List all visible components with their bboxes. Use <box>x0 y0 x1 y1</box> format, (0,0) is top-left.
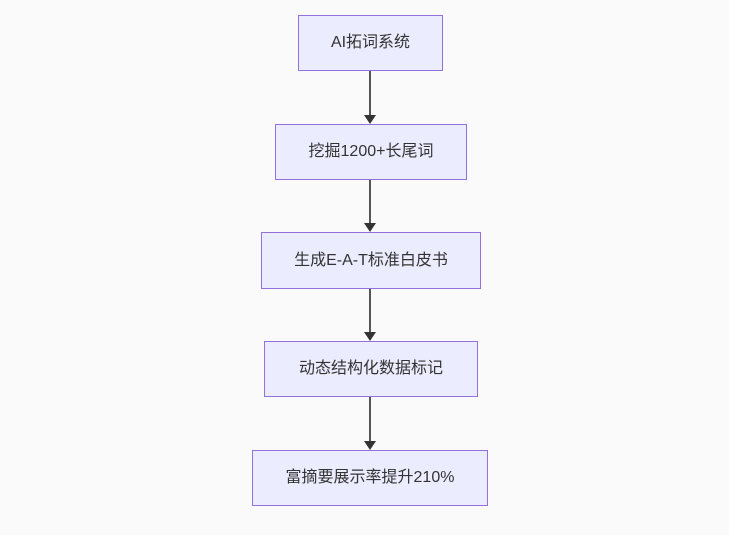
flow-node-label: 生成E-A-T标准白皮书 <box>294 251 448 269</box>
arrow-line <box>369 180 371 224</box>
arrow-line <box>369 397 371 442</box>
flow-node-label: AI拓词系统 <box>330 34 411 51</box>
flow-node-label: 挖掘1200+长尾词 <box>308 143 434 160</box>
flow-node-longtail-mining: 挖掘1200+长尾词 <box>275 124 467 180</box>
flow-node-label: 富摘要展示率提升210% <box>285 469 455 486</box>
arrowhead-down-icon <box>364 332 376 341</box>
flow-node-label: 动态结构化数据标记 <box>298 360 443 377</box>
flow-node-ai-word-expansion: AI拓词系统 <box>298 15 443 71</box>
flow-node-eat-whitepaper: 生成E-A-T标准白皮书 <box>261 232 481 289</box>
arrowhead-down-icon <box>364 441 376 450</box>
arrow-down-1 <box>364 71 376 124</box>
arrowhead-down-icon <box>364 223 376 232</box>
arrow-down-2 <box>364 180 376 232</box>
arrow-down-3 <box>364 289 376 341</box>
arrow-down-4 <box>364 397 376 450</box>
arrow-line <box>369 289 371 333</box>
flow-node-rich-snippet-result: 富摘要展示率提升210% <box>252 450 488 506</box>
arrow-line <box>369 71 371 116</box>
flow-node-structured-data-markup: 动态结构化数据标记 <box>264 341 478 397</box>
arrowhead-down-icon <box>364 115 376 124</box>
